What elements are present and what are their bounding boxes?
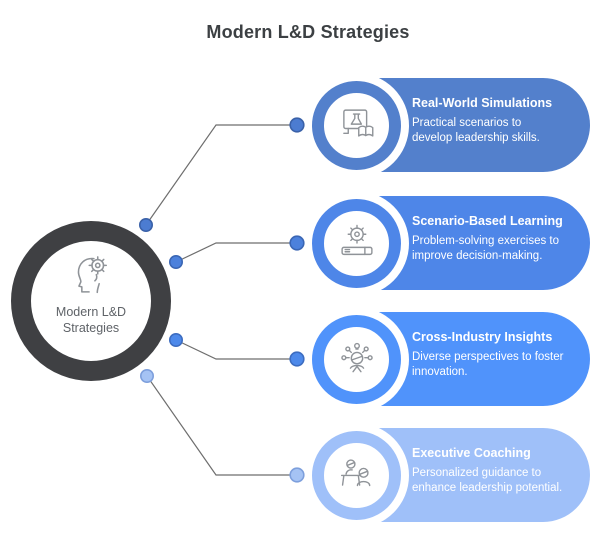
item-icon-ring [312, 198, 401, 288]
item-title: Cross-Industry Insights [412, 330, 553, 344]
connector-dot [139, 218, 154, 233]
item-text-block: Scenario-Based Learning Problem-solving … [412, 214, 584, 264]
center-node: Modern L&D Strategies [11, 221, 171, 381]
connector-dot [289, 467, 305, 483]
person-network-icon [340, 342, 373, 373]
item-icon-ring [312, 314, 401, 404]
coaching-people-icon [340, 459, 370, 487]
connector-dot [289, 117, 305, 133]
gear-marker-icon [340, 224, 373, 256]
connector-dot [289, 351, 305, 367]
item-description: Practical scenarios to develop leadershi… [412, 117, 540, 144]
item-icon-ring [312, 80, 401, 170]
item-description: Personalized guidance to enhance leaders… [412, 467, 563, 494]
connector-line [146, 375, 297, 476]
connector-line [145, 124, 297, 226]
item-title: Executive Coaching [412, 446, 531, 460]
center-node-label: Modern L&D Strategies [55, 305, 127, 335]
item-icon-ring [312, 430, 401, 520]
connector-dot [169, 332, 184, 347]
monitor-flask-book-icon [342, 109, 373, 137]
item-description: Diverse perspectives to foster innovatio… [412, 351, 564, 378]
connector-line [175, 242, 297, 263]
item-title: Real-World Simulations [412, 96, 553, 110]
item-description: Problem-solving exercises to improve dec… [412, 235, 560, 262]
connector-line [175, 339, 297, 360]
item-text-block: Executive Coaching Personalized guidance… [412, 446, 584, 496]
item-text-block: Real-World Simulations Practical scenari… [412, 96, 584, 146]
head-gear-icon [77, 256, 108, 294]
page-title: Modern L&D Strategies [206, 22, 410, 42]
item-title: Scenario-Based Learning [412, 214, 563, 228]
connector-dot [289, 235, 305, 251]
item-text-block: Cross-Industry Insights Diverse perspect… [412, 330, 584, 380]
connector-dot [140, 368, 155, 383]
connector-dot [169, 255, 184, 270]
